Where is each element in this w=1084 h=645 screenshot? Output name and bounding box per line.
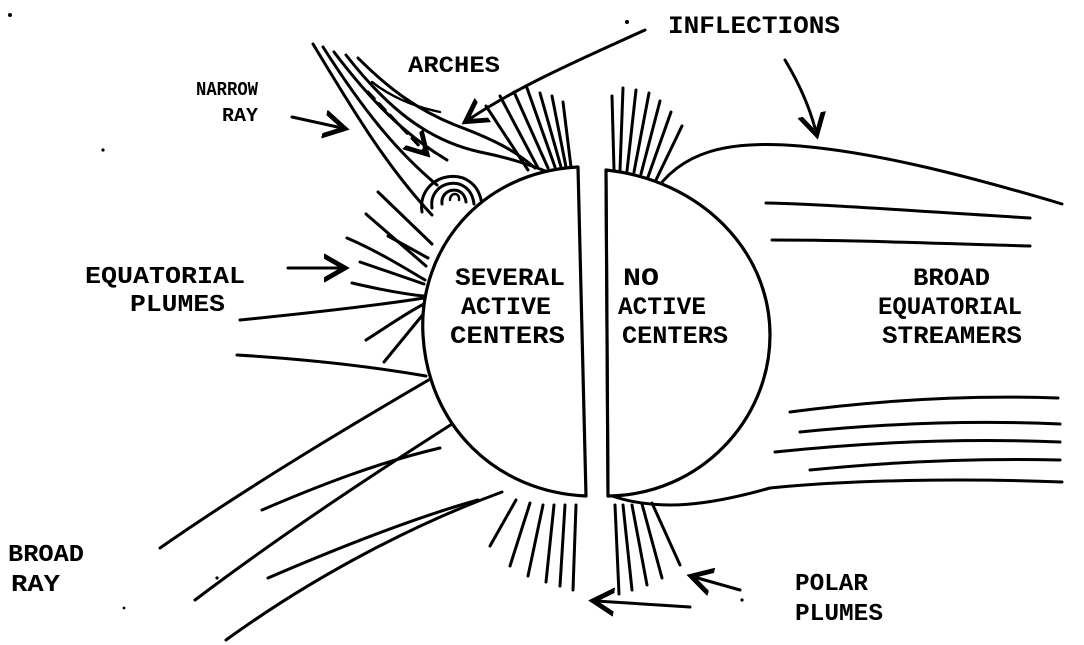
label-polar-plumes-line2: PLUMES [795,601,883,628]
label-streamers-line3: STREAMERS [882,322,1022,351]
label-equatorial-plumes-line1: EQUATORIAL [85,264,245,291]
polar-plume-ray [620,88,623,170]
label-polar-plumes-line1: POLAR [795,571,869,598]
polar-plume-ray [528,505,543,576]
polar-plume-ray [510,503,530,566]
stray-dot [101,148,104,151]
label-right-disk-line2: ACTIVE [618,293,706,322]
label-left-disk-line2: ACTIVE [461,293,551,322]
right-disk-edge [606,170,608,496]
label-equatorial-plumes-line2: PLUMES [130,292,225,319]
equatorial-plume-line [384,312,425,362]
label-narrow-ray-line2: RAY [222,105,259,127]
streamer-line [800,422,1060,432]
polar-plumes-bottom [490,500,680,594]
equatorial-plumes [237,192,432,376]
stray-dot [123,607,126,610]
label-inflections: INFLECTIONS [668,12,840,41]
arch-loop [442,190,466,204]
broad-ray-line [195,424,452,600]
streamer-line [810,459,1060,470]
polar-plume-ray [560,505,565,586]
label-left-disk-line3: CENTERS [450,322,565,351]
polar-plume-ray [641,101,660,174]
label-arches: ARCHES [408,53,500,79]
equatorial-plume-line [378,192,432,244]
streamer-line [772,240,1030,246]
stray-dot [625,20,629,24]
streamer-line [766,203,1030,218]
narrow-ray-arrow [292,117,342,128]
polar-plume-ray [648,112,671,177]
polar-plume-ray [490,500,516,546]
arch-loop [450,194,459,200]
label-left-disk-line1: SEVERAL [455,264,565,293]
polar-plume-ray [627,90,636,171]
equatorial-plume-line [347,238,425,280]
broad-ray-line [226,492,502,640]
label-streamers-line2: EQUATORIAL [878,293,1022,322]
polar-plume-ray [612,96,614,170]
polar-plume-ray [573,505,576,590]
broad-ray-line [262,448,440,510]
labels: INFLECTIONS ARCHES NARROW RAY EQUATORIAL… [8,12,1022,628]
equatorial-plume-line [388,236,428,258]
label-broad-ray-line1: BROAD [8,542,84,569]
inflections-arrow-right [785,60,816,132]
streamer-line [790,397,1058,412]
polar-plumes-top [486,88,682,182]
label-broad-ray-line2: RAY [11,572,61,599]
polar-plumes-arrow-short [694,577,740,590]
label-streamers-line1: BROAD [913,264,990,293]
label-right-disk-line3: CENTERS [622,322,728,351]
polar-plume-ray [615,505,619,594]
broad-ray-line [268,500,478,578]
inflection-streamline [612,480,1062,505]
polar-plume-ray [634,93,649,172]
equatorial-plume-line [237,355,426,376]
arches [422,176,482,212]
stray-dot [8,13,12,17]
stray-dot [740,598,743,601]
polar-plume-ray [623,505,632,590]
label-narrow-ray-line1: NARROW [196,79,259,101]
polar-plume-ray [546,505,554,582]
streamer-line [775,440,1060,452]
equatorial-plume-line [352,283,424,296]
stray-dot [215,576,218,579]
polar-plumes-arrow-long [596,601,690,607]
inflection-streamline [652,144,1062,204]
equatorial-plume-line [240,298,424,320]
label-right-disk-line1: NO [623,264,659,293]
